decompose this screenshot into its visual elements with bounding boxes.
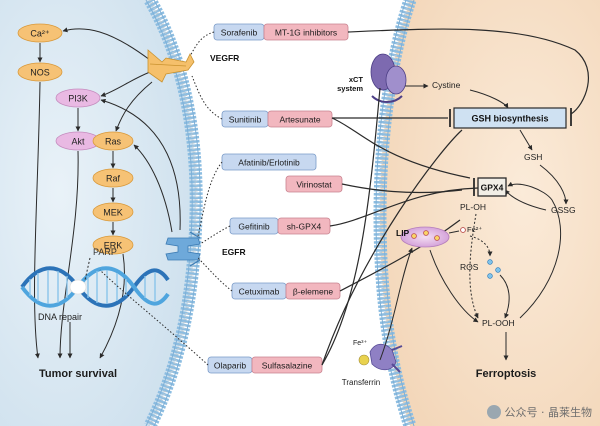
svg-text:Ca²⁺: Ca²⁺ — [30, 29, 50, 39]
svg-text:MT-1G inhibitors: MT-1G inhibitors — [275, 28, 337, 38]
svg-text:Gefitinib: Gefitinib — [238, 222, 269, 232]
dna-repair-label: DNA repair — [38, 312, 82, 322]
svg-text:Raf: Raf — [106, 174, 121, 184]
gsh-arrow — [519, 129, 533, 151]
lip-pool-icon — [400, 226, 450, 248]
svg-text:Ras: Ras — [105, 137, 122, 147]
drug-virinostat: Virinostat — [285, 175, 343, 193]
fe3-label: Fe³⁺ — [353, 340, 368, 347]
ca-node: Ca²⁺ — [17, 23, 63, 43]
svg-text:Artesunate: Artesunate — [279, 115, 320, 125]
ferroptosis-cell — [380, 0, 600, 426]
lip-fe2-link — [448, 230, 460, 234]
drug-afatinib-erlotinib: Afatinib/Erlotinib — [221, 153, 317, 171]
ros-label: ROS — [460, 262, 479, 272]
svg-text:Sorafenib: Sorafenib — [221, 28, 258, 38]
ros-to-plooh-arrow — [499, 274, 510, 319]
svg-text:sh-GPX4: sh-GPX4 — [287, 222, 322, 232]
drug-sulfasalazine: Sulfasalazine — [251, 356, 323, 374]
erk-node: ERK — [92, 235, 134, 255]
parp-label: PARP — [93, 247, 117, 257]
watermark: 公众号 · 晶莱生物 — [486, 404, 593, 420]
svg-text:GPX4: GPX4 — [481, 183, 504, 193]
gsh-to-gssg-arrow — [539, 164, 569, 205]
lip-label: LIP — [396, 228, 410, 238]
gpx4-box: GPX4 — [477, 177, 507, 197]
svg-text:MEK: MEK — [103, 208, 123, 218]
vegfr-label: VEGFR — [210, 53, 239, 63]
mek-node: MEK — [92, 202, 134, 222]
svg-text:GSH biosynthesis: GSH biosynthesis — [471, 114, 548, 124]
drug-mt1g-inhibitors: MT-1G inhibitors — [263, 23, 349, 41]
cystine-to-gsh-arrow — [469, 89, 509, 109]
gsh-biosynthesis-box: GSH biosynthesis — [453, 107, 567, 129]
svg-text:β-elemene: β-elemene — [293, 287, 334, 297]
pl-oh-label: PL-OH — [460, 202, 486, 212]
transferrin-label: Transferrin — [342, 378, 380, 387]
drug-sorafenib: Sorafenib — [213, 23, 265, 41]
left-arrows — [34, 27, 181, 359]
akt-node: Akt — [55, 131, 101, 151]
svg-text:PI3K: PI3K — [68, 94, 88, 104]
gssg-to-gpx4-arrow — [504, 189, 547, 211]
gssg-label: GSSG — [551, 205, 576, 215]
wechat-icon — [486, 405, 501, 419]
ras-node: Ras — [92, 131, 134, 151]
drug-dotted-links — [99, 31, 233, 366]
watermark-text: 公众号 · 晶莱生物 — [504, 406, 593, 419]
vegfr-receptor-icon — [147, 49, 195, 83]
raf-node: Raf — [92, 168, 134, 188]
svg-text:Cetuximab: Cetuximab — [239, 287, 280, 297]
transferrin-to-lip-arrow — [379, 247, 413, 361]
plooh-to-gpx4-arrow — [507, 181, 562, 319]
drug-artesunate: Artesunate — [267, 110, 333, 128]
lip-to-plooh-arrow — [429, 249, 479, 323]
svg-text:Virinostat: Virinostat — [296, 180, 332, 190]
nos-node: NOS — [17, 62, 63, 82]
drug-inhibition-lines — [321, 28, 590, 366]
svg-text:Afatinib/Erlotinib: Afatinib/Erlotinib — [238, 158, 300, 168]
tumor-survival-label: Tumor survival — [39, 368, 117, 380]
fe2-to-ros-arrow — [469, 235, 493, 257]
svg-text:ERK: ERK — [104, 241, 123, 251]
svg-text:Sunitinib: Sunitinib — [229, 115, 262, 125]
egfr-label: EGFR — [222, 247, 246, 257]
svg-text:Olaparib: Olaparib — [214, 361, 246, 371]
drug-gefitinib: Gefitinib — [229, 217, 279, 235]
drug-sunitinib: Sunitinib — [221, 110, 269, 128]
pl-ooh-label: PL-OOH — [482, 318, 515, 328]
svg-text:Sulfasalazine: Sulfasalazine — [262, 361, 313, 371]
svg-text:Akt: Akt — [71, 137, 85, 147]
gsh-label: GSH — [524, 152, 542, 162]
ros-dots-icon — [487, 259, 501, 279]
ferroptosis-label: Ferroptosis — [476, 368, 537, 380]
drug-cetuximab: Cetuximab — [231, 282, 287, 300]
xct-transporter-icon — [370, 53, 407, 103]
transferrin-receptor-icon — [358, 343, 403, 373]
drug-sh-gpx4: sh-GPX4 — [277, 217, 331, 235]
svg-text:NOS: NOS — [30, 68, 50, 78]
fe2-label: Fe²⁺ — [467, 225, 482, 234]
egfr-receptor-icon — [165, 231, 201, 267]
cystine-label: Cystine — [432, 80, 461, 90]
drug-beta-elemene: β-elemene — [285, 282, 341, 300]
fe2-dot-icon — [460, 227, 466, 233]
drug-olaparib: Olaparib — [207, 356, 253, 374]
pi3k-node: PI3K — [55, 88, 101, 108]
